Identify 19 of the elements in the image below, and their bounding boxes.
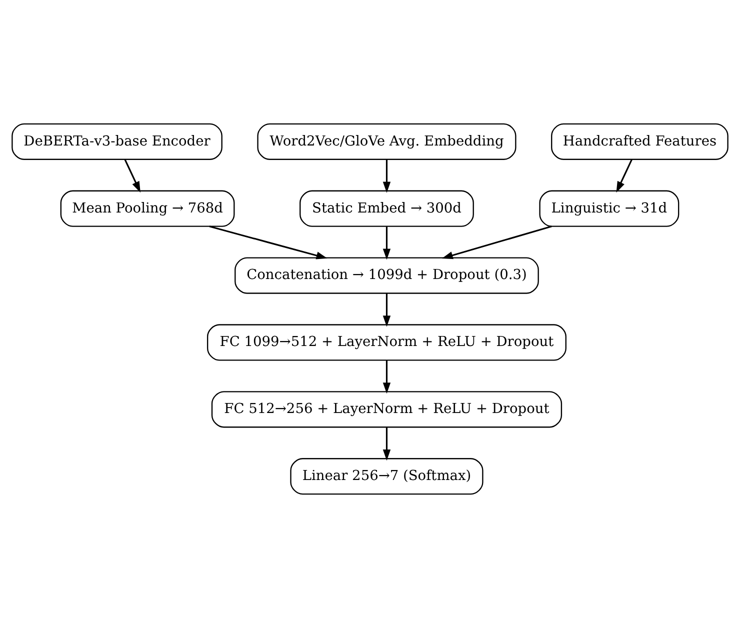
arrow xyxy=(442,225,552,259)
arrow xyxy=(209,225,328,259)
arrow xyxy=(382,159,391,192)
arrow xyxy=(382,293,391,326)
arrow xyxy=(382,360,391,394)
node-box: Linguistic → 31d xyxy=(539,190,680,226)
node-box: Concatenation → 1099d + Dropout (0.3) xyxy=(234,256,539,294)
arrow xyxy=(124,158,140,192)
node-box: FC 1099→512 + LayerNorm + ReLU + Dropout xyxy=(207,324,566,360)
node-box: Word2Vec/GloVe Avg. Embedding xyxy=(257,122,516,160)
node-box: Handcrafted Features xyxy=(551,122,728,160)
node-box: Mean Pooling → 768d xyxy=(60,190,235,226)
node-box: FC 512→256 + LayerNorm + ReLU + Dropout xyxy=(211,390,562,428)
arrow xyxy=(382,226,391,260)
arrow xyxy=(382,426,391,460)
arrow xyxy=(616,158,632,192)
node-box: DeBERTa-v3-base Encoder xyxy=(12,122,222,160)
node-box: Linear 256→7 (Softmax) xyxy=(290,458,484,494)
node-box: Static Embed → 300d xyxy=(300,190,474,226)
